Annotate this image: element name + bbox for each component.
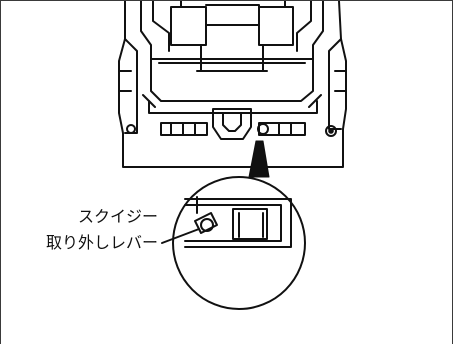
callout-leader — [161, 228, 200, 244]
callout-label-release-lever: 取り外しレバー — [45, 233, 158, 252]
callout-label-squeegee: スクイジー — [77, 207, 158, 226]
zoom-detail — [172, 176, 306, 310]
zoom-wedge — [248, 140, 270, 178]
machine-body — [118, 1, 347, 168]
